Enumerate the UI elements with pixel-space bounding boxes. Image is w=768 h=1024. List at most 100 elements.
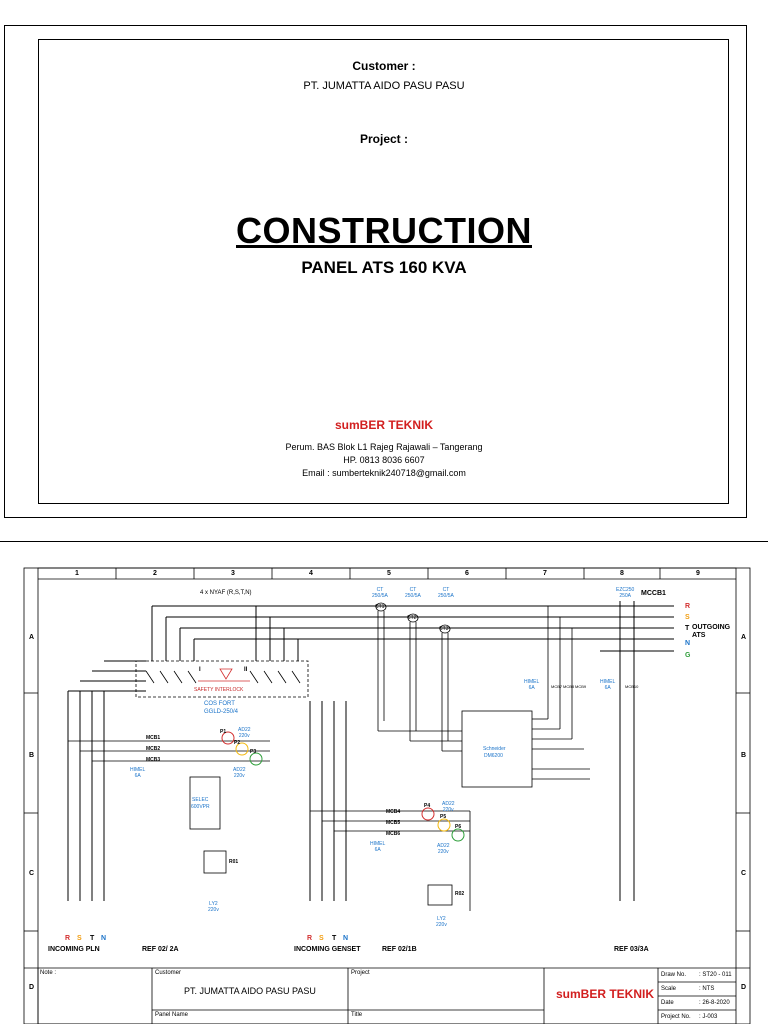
meter-brand: Schneider (483, 746, 506, 752)
ct-name: CT2 (407, 615, 417, 621)
row-letter: B (29, 752, 35, 759)
interlock-side-2: II (244, 667, 248, 673)
column-number: 6 (465, 570, 469, 577)
bus-label-n: N (685, 640, 691, 647)
column-number: 9 (696, 570, 700, 577)
column-number: 7 (543, 570, 547, 577)
cover-subtitle: PANEL ATS 160 KVA (301, 258, 467, 277)
bus-label-r: R (685, 603, 691, 610)
ref-label: REF 03/3A (614, 946, 649, 953)
incoming-pln-label: INCOMING PLN (48, 946, 100, 953)
genset-phase-t: T (332, 935, 337, 942)
cover-customer-name: PT. JUMATTA AIDO PASU PASU (303, 80, 465, 92)
incoming-genset-label: INCOMING GENSET (294, 946, 361, 953)
cable-label: 4 x NYAF (R,S,T,N) (200, 590, 252, 596)
bus-bars (67, 601, 674, 901)
genset-phase-s: S (319, 935, 324, 942)
mccb-label: MCCB1 (641, 590, 666, 597)
page-gap (0, 520, 768, 560)
schematic-sheet: 1 2 3 4 5 6 7 8 9 A B C D A B C D 4 x NY… (0, 541, 768, 1024)
column-number: 5 (387, 570, 391, 577)
pln-phase-t: T (90, 935, 95, 942)
bus-label-t: T (685, 625, 690, 632)
row-letter: A (29, 634, 35, 641)
column-number: 1 (75, 570, 79, 577)
interlock-model-code: GGLD-250/4 (204, 709, 239, 715)
relay-rating: LY2 220v (208, 901, 219, 913)
control-devices (68, 740, 471, 911)
row-letter: C (741, 870, 747, 877)
mcb-label: MCB4 (386, 809, 401, 815)
tb-panel-name-label: Panel Name (155, 1012, 189, 1018)
pln-phase-s: S (77, 935, 82, 942)
lamp-rating: AD22 220v (233, 767, 246, 779)
bus-label-g: G (685, 652, 691, 659)
genset-phase-n: N (343, 935, 349, 942)
schematic-drawing (23, 567, 751, 1024)
outgoing-label: OUTGOING ATS (692, 624, 731, 639)
relay-label: R01 (229, 859, 239, 865)
meter-model: DM6200 (484, 753, 503, 759)
tb-scale-label: Scale (661, 986, 677, 992)
tb-brand-logo: sumBER TEKNIK (556, 987, 655, 1001)
row-letter: B (741, 752, 747, 759)
phase-monitor-brand: SELEC (192, 797, 209, 803)
cover-customer-label: Customer : (352, 59, 416, 73)
lamp-label: P4 (424, 803, 431, 809)
sheet-frame (23, 567, 751, 1024)
meter-wiring (532, 606, 590, 780)
tb-project-no-label: Project No. (661, 1014, 691, 1020)
relay-rating: LY2 220v (436, 916, 447, 928)
cover-brand-logo: sumBER TEKNIK (334, 418, 433, 432)
cover-project-label: Project : (359, 132, 408, 146)
row-letter: D (29, 984, 35, 991)
ct-name: CT1 (375, 604, 385, 610)
tb-customer-value: PT. JUMATTA AIDO PASU PASU (184, 986, 316, 996)
mcb-rating: HIMEL 6A (524, 679, 540, 691)
lamp-label: P1 (220, 729, 227, 735)
lamp-label: P3 (250, 749, 257, 755)
ref-label: REF 02/1B (382, 946, 417, 953)
mcb-label: MCB3 (146, 757, 161, 763)
tb-project-no: : J-003 (699, 1014, 718, 1020)
cover-email: Email : sumberteknik240718@gmail.com (302, 468, 466, 478)
mccb-rating: EZC250 250A (616, 587, 635, 599)
column-number: 4 (309, 570, 313, 577)
indicator-lamps (221, 731, 465, 842)
bus-label-s: S (685, 614, 690, 621)
tb-customer-label: Customer (155, 970, 182, 976)
ct-rating: CT 250/5A (372, 587, 388, 599)
column-number: 3 (231, 570, 235, 577)
lamp-label: P2 (234, 740, 241, 746)
lamp-rating: AD22 220v (238, 727, 251, 739)
mcb-label: MCB10 (625, 684, 639, 689)
lamp-label: P6 (455, 824, 462, 830)
mcb-label: MCB9 (575, 684, 587, 689)
mcb-rating: HIMEL 6A (370, 841, 386, 853)
tb-project-label: Project (351, 970, 370, 976)
phase-monitor-model: 600VPR (191, 804, 210, 810)
interlock-label: SAFETY INTERLOCK (194, 687, 244, 693)
pln-phase-n: N (101, 935, 107, 942)
mcb-label: MCB5 (386, 820, 401, 826)
tb-scale: : NTS (699, 986, 715, 992)
cover-title: CONSTRUCTION (236, 210, 532, 251)
lamp-rating: AD22 220v (437, 843, 450, 855)
interlock-side-1: I (199, 667, 201, 673)
cover-phone: HP. 0813 8036 6607 (343, 455, 425, 465)
column-number: 2 (153, 570, 157, 577)
tb-note-label: Note : (40, 970, 57, 976)
ct-name: CT3 (439, 626, 449, 632)
ct-rating: CT 250/5A (405, 587, 421, 599)
lamp-rating: AD22 220v (442, 801, 455, 813)
cover-outer-frame (4, 25, 747, 518)
mcb-label: MCB7 (551, 684, 563, 689)
mcb-rating: HIMEL 6A (130, 767, 146, 779)
cover-address: Perum. BAS Blok L1 Rajeg Rajawali – Tang… (285, 442, 483, 452)
tb-date: : 26-8-2020 (699, 1000, 730, 1006)
mcb-label: MCB6 (386, 831, 401, 837)
ref-label: REF 02/ 2A (142, 946, 179, 953)
tb-draw-no-label: Draw No. (661, 972, 687, 978)
mcb-label: MCB2 (146, 746, 161, 752)
title-block-grid (24, 967, 750, 1024)
